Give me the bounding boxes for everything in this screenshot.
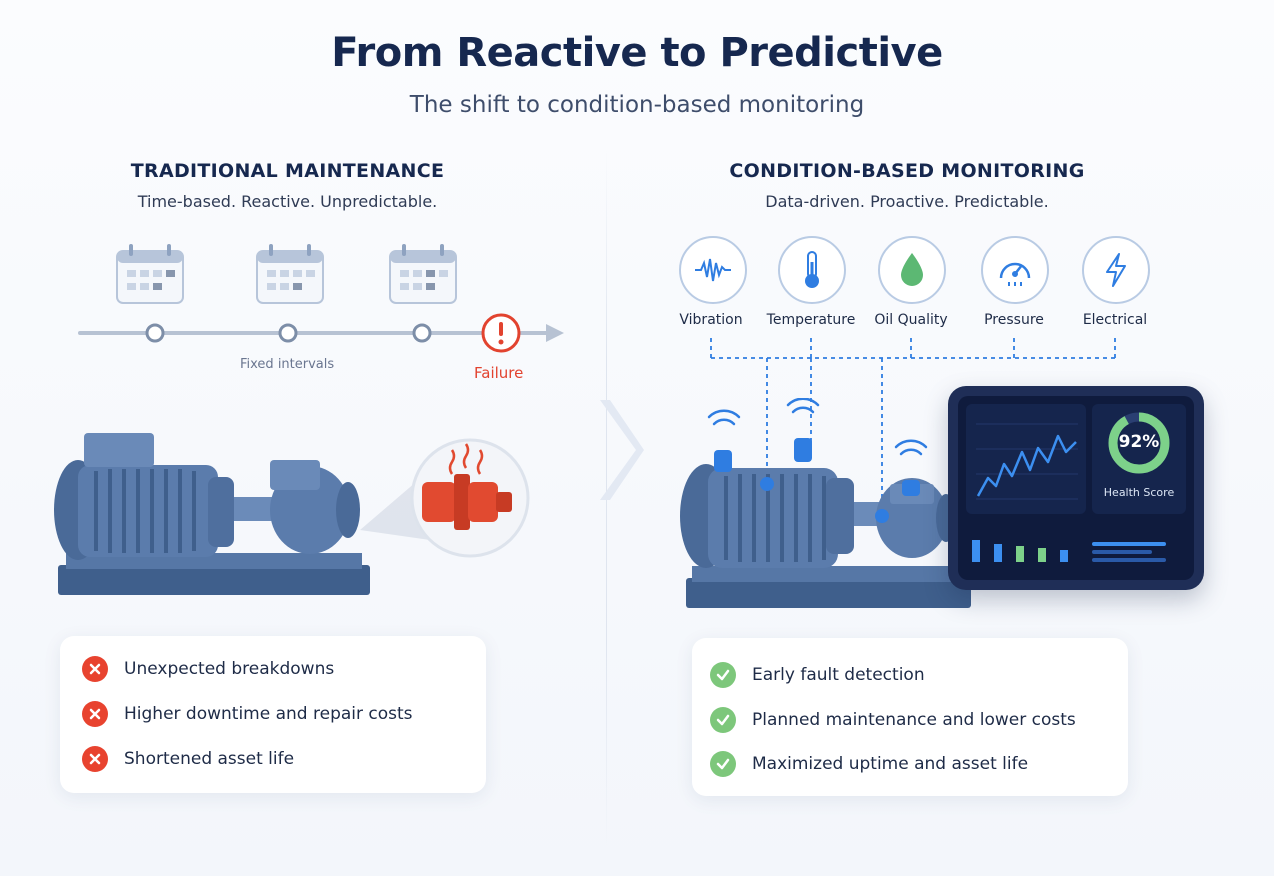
calendar-icon [389,244,457,304]
vibration-icon [679,236,747,304]
list-item: Early fault detection [710,662,925,688]
check-icon [710,662,736,688]
health-score-value: 92% [1118,432,1160,452]
monitored-pump-illustration [680,398,971,608]
health-score-gauge [1108,412,1170,474]
sensor-label-temperature: Temperature [766,312,856,328]
sensor-label-oil-quality: Oil Quality [874,312,948,328]
x-icon [82,701,108,727]
trend-line-chart [966,404,1086,514]
page-title: From Reactive to Predictive [331,30,943,76]
pressure-gauge-icon [981,236,1049,304]
calendar-icon [116,244,184,304]
list-item: Maximized uptime and asset life [710,751,1028,777]
chevron-right-icon [600,400,644,500]
health-dashboard-tablet: 92% Health Score [948,386,1204,590]
traditional-heading: TRADITIONAL MAINTENANCE [130,160,445,182]
maintenance-timeline [78,313,564,353]
cbm-benefits-card: Early fault detection Planned maintenanc… [692,638,1128,796]
status-bars [972,540,1166,562]
sensor-label-vibration: Vibration [679,312,743,328]
list-item: Higher downtime and repair costs [82,701,413,727]
dashboard-screen: 92% Health Score [958,396,1194,580]
sensor-connector-lines [710,338,1116,508]
cbm-heading: CONDITION-BASED MONITORING [729,160,1085,182]
sensor-label-electrical: Electrical [1082,312,1148,328]
pump-motor-illustration [54,433,370,595]
failure-alert-icon [481,313,521,353]
page-subtitle: The shift to condition-based monitoring [409,92,865,118]
health-score-panel: 92% Health Score [1092,404,1186,514]
x-icon [82,656,108,682]
sensor-label-pressure: Pressure [984,312,1044,328]
failure-label: Failure [474,364,524,382]
section-divider [606,150,607,850]
failing-coupling-icon [360,438,530,558]
x-icon [82,746,108,772]
check-icon [710,751,736,777]
cbm-tagline: Data-driven. Proactive. Predictable. [765,192,1049,211]
oil-drop-icon [878,236,946,304]
thermometer-icon [778,236,846,304]
list-item: Planned maintenance and lower costs [710,707,1076,733]
timeline-label: Fixed intervals [240,357,335,372]
list-item: Unexpected breakdowns [82,656,334,682]
traditional-tagline: Time-based. Reactive. Unpredictable. [137,192,438,211]
list-item: Shortened asset life [82,746,294,772]
traditional-drawbacks-card: Unexpected breakdowns Higher downtime an… [60,636,486,793]
health-score-label: Health Score [1103,486,1175,499]
check-icon [710,707,736,733]
lightning-icon [1082,236,1150,304]
calendar-icon [256,244,324,304]
